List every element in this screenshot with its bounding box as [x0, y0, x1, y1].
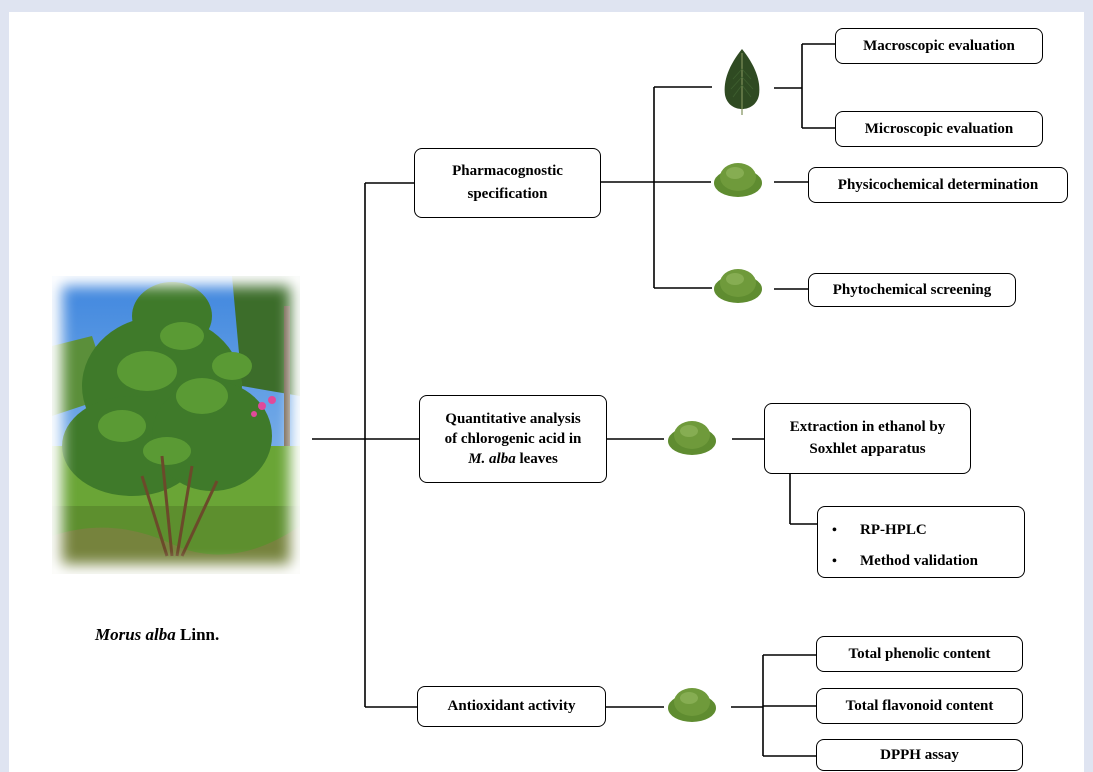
- pharmacognostic-line1: Pharmacognostic: [452, 162, 563, 179]
- microscopic-label: Microscopic evaluation: [864, 121, 1014, 137]
- pharmacognostic-box: Pharmacognostic specification: [414, 148, 601, 218]
- antioxidant-box: Antioxidant activity: [417, 686, 606, 727]
- extraction-line2: Soxhlet apparatus: [809, 440, 926, 457]
- quantitative-line1: Quantitative analysis: [445, 410, 581, 427]
- physicochemical-box: Physicochemical determination: [808, 167, 1068, 203]
- quantitative-line3-rest: leaves: [515, 451, 558, 468]
- powder-icon: [714, 163, 762, 197]
- pharmacognostic-line2: specification: [467, 186, 548, 202]
- methods-box: • RP-HPLC • Method validation: [817, 506, 1025, 578]
- method-label: Method validation: [860, 553, 978, 569]
- extraction-box: Extraction in ethanol by Soxhlet apparat…: [764, 403, 971, 474]
- phenolic-label: Total phenolic content: [848, 646, 991, 662]
- powder-icon: [668, 688, 716, 722]
- extraction-line1: Extraction in ethanol by: [789, 418, 946, 435]
- dpph-box: DPPH assay: [816, 739, 1023, 771]
- powder-icon: [714, 269, 762, 303]
- bullet: •: [832, 553, 837, 569]
- plant-name-italic: Morus alba: [95, 625, 176, 644]
- physicochemical-label: Physicochemical determination: [837, 177, 1039, 193]
- method-label: RP-HPLC: [860, 522, 927, 538]
- powder-icon: [668, 421, 716, 455]
- phytochemical-label: Phytochemical screening: [832, 282, 992, 298]
- dpph-label: DPPH assay: [880, 747, 959, 763]
- quantitative-line3: M. alba leaves: [468, 449, 558, 469]
- quantitative-line2: of chlorogenic acid in: [444, 430, 582, 447]
- microscopic-box: Microscopic evaluation: [835, 111, 1043, 147]
- quantitative-box: Quantitative analysis of chlorogenic aci…: [419, 395, 607, 483]
- mulberry-plant-photo: [52, 276, 300, 574]
- diagram-canvas: Morus alba Linn. Pharmacognostic specifi…: [9, 12, 1084, 772]
- phenolic-box: Total phenolic content: [816, 636, 1023, 672]
- method-item-rphplc: • RP-HPLC: [832, 515, 1014, 546]
- plant-name-rest: Linn.: [175, 625, 220, 644]
- plant-caption: Morus alba Linn.: [95, 625, 219, 645]
- bullet: •: [832, 522, 837, 538]
- flavonoid-label: Total flavonoid content: [845, 698, 994, 714]
- connector-lines: [312, 43, 835, 757]
- flavonoid-box: Total flavonoid content: [816, 688, 1023, 724]
- antioxidant-label: Antioxidant activity: [447, 697, 576, 714]
- leaf-icon: [724, 49, 760, 115]
- method-item-validation: • Method validation: [832, 546, 1014, 577]
- phytochemical-box: Phytochemical screening: [808, 273, 1016, 307]
- macroscopic-label: Macroscopic evaluation: [863, 38, 1015, 54]
- quantitative-line3-italic: M. alba: [468, 451, 516, 468]
- macroscopic-box: Macroscopic evaluation: [835, 28, 1043, 64]
